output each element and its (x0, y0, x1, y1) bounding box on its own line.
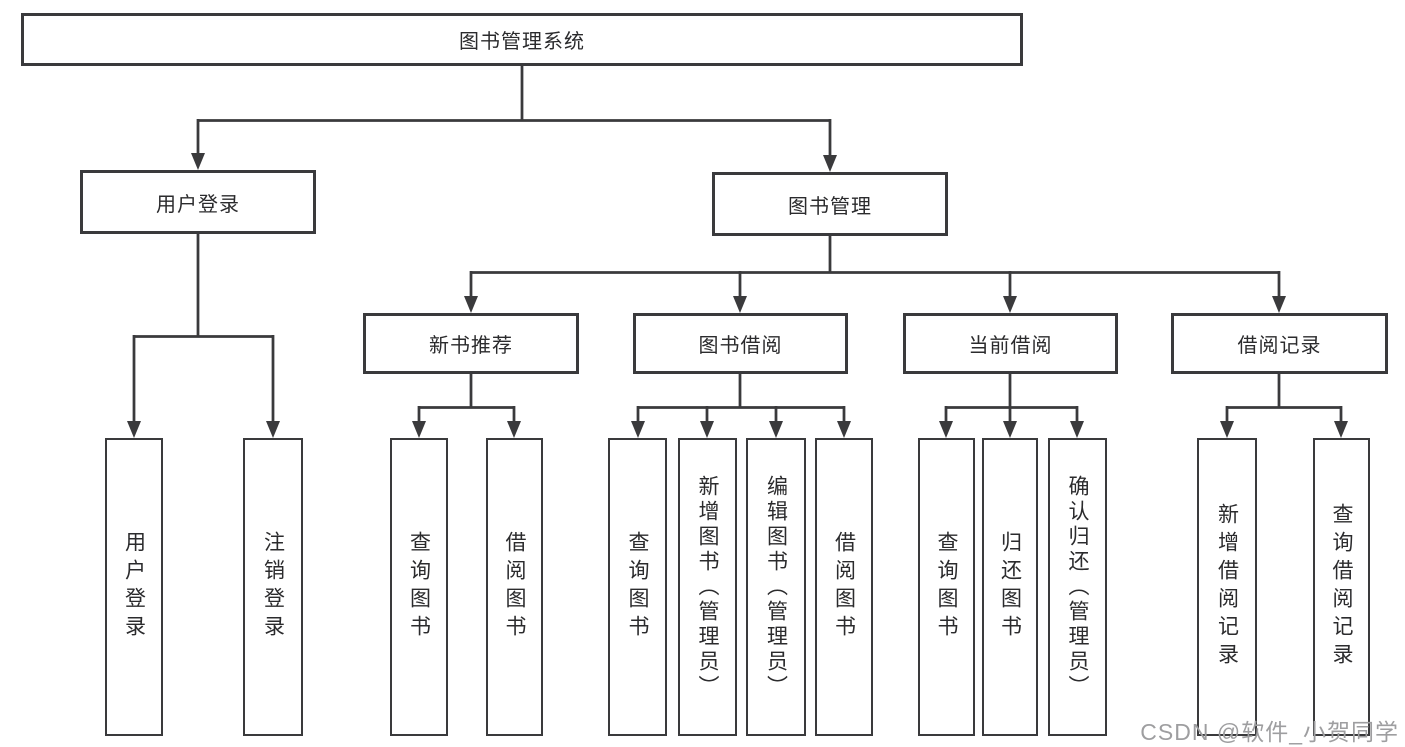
node-new-book-recommend: 新书推荐 (363, 313, 579, 374)
node-label: 新增借阅记录 (1215, 503, 1239, 671)
node-label: 新书推荐 (429, 335, 513, 357)
arrowhead (733, 296, 747, 313)
arrowhead (464, 296, 478, 313)
leaf-logout: 注销登录 (243, 438, 303, 736)
leaf-edit-books-admin: 编辑图书（管理员） (746, 438, 806, 736)
arrowhead (1220, 421, 1234, 438)
node-label: 编辑图书（管理员） (764, 474, 788, 700)
node-user-login: 用户登录 (80, 170, 316, 234)
leaf-borrow-books-borrowing: 借阅图书 (815, 438, 873, 736)
leaf-return-books: 归还图书 (982, 438, 1038, 736)
arrowhead (769, 421, 783, 438)
node-label: 查询图书 (626, 531, 649, 643)
node-label: 图书管理系统 (459, 31, 585, 53)
leaf-confirm-return-admin: 确认归还（管理员） (1048, 438, 1107, 736)
arrowhead (1003, 421, 1017, 438)
node-book-borrowing: 图书借阅 (633, 313, 848, 374)
node-current-borrowing: 当前借阅 (903, 313, 1118, 374)
arrowhead (507, 421, 521, 438)
node-label: 用户登录 (156, 193, 240, 216)
node-label: 查询图书 (407, 531, 431, 643)
leaf-query-books-borrowing: 查询图书 (608, 438, 667, 736)
arrowhead (631, 421, 645, 438)
arrowhead (1070, 421, 1084, 438)
arrowhead (823, 155, 837, 172)
node-label: 图书管理 (788, 195, 872, 218)
leaf-query-books-recommend: 查询图书 (390, 438, 448, 736)
csdn-watermark: CSDN @软件_小贺同学 (1140, 719, 1399, 745)
arrowhead (266, 421, 280, 438)
node-label: 注销登录 (261, 531, 285, 643)
arrowhead (191, 153, 205, 170)
node-label: 查询借阅记录 (1330, 503, 1353, 671)
node-label: 借阅图书 (832, 531, 856, 643)
leaf-add-borrow-record: 新增借阅记录 (1197, 438, 1257, 736)
leaf-borrow-books-recommend: 借阅图书 (486, 438, 543, 736)
node-label: 借阅记录 (1237, 335, 1322, 357)
arrowhead (1272, 296, 1286, 313)
leaf-query-borrow-record: 查询借阅记录 (1313, 438, 1370, 736)
arrowhead (1003, 296, 1017, 313)
node-label: 新增图书（管理员） (696, 474, 719, 700)
arrowhead (700, 421, 714, 438)
node-borrowing-records: 借阅记录 (1171, 313, 1388, 374)
leaf-query-books-current: 查询图书 (918, 438, 975, 736)
arrowhead (412, 421, 426, 438)
arrowhead (127, 421, 141, 438)
node-label: 确认归还（管理员） (1066, 474, 1089, 700)
leaf-add-books-admin: 新增图书（管理员） (678, 438, 737, 736)
node-label: 图书借阅 (698, 335, 783, 357)
tree-edges (132, 66, 1343, 424)
leaf-user-login: 用户登录 (105, 438, 163, 736)
node-library-management-system: 图书管理系统 (21, 13, 1023, 66)
arrowhead (939, 421, 953, 438)
arrowhead (1334, 421, 1348, 438)
arrowhead (837, 421, 851, 438)
node-label: 借阅图书 (503, 531, 526, 643)
arrowheads (127, 153, 1348, 438)
node-label: 查询图书 (935, 531, 958, 643)
node-label: 当前借阅 (968, 335, 1053, 357)
node-book-management: 图书管理 (712, 172, 948, 236)
node-label: 归还图书 (998, 531, 1022, 643)
node-label: 用户登录 (122, 531, 146, 643)
